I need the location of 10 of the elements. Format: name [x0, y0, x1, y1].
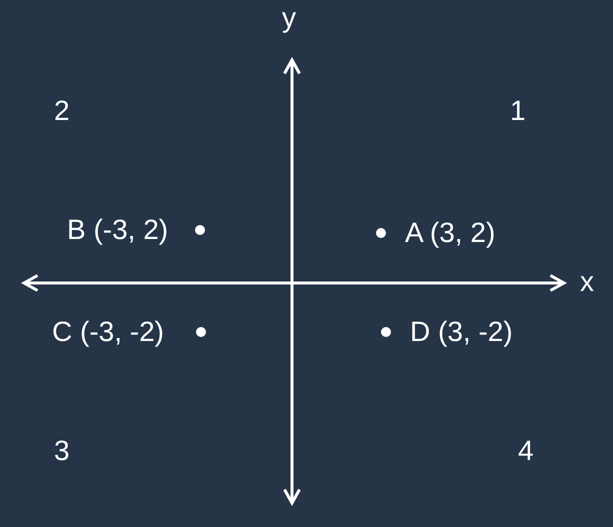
point-label: B (-3, 2) [67, 214, 168, 246]
point-label: C (-3, -2) [52, 316, 164, 348]
quadrant-number: 4 [518, 435, 534, 467]
axis-label: y [282, 2, 296, 34]
quadrant-number: 2 [54, 95, 70, 127]
point-label: A (3, 2) [405, 217, 496, 249]
quadrant-number: 3 [54, 435, 70, 467]
point-label: D (3, -2) [410, 316, 513, 348]
quadrant-number: 1 [510, 95, 526, 127]
axis-label: x [580, 266, 594, 298]
